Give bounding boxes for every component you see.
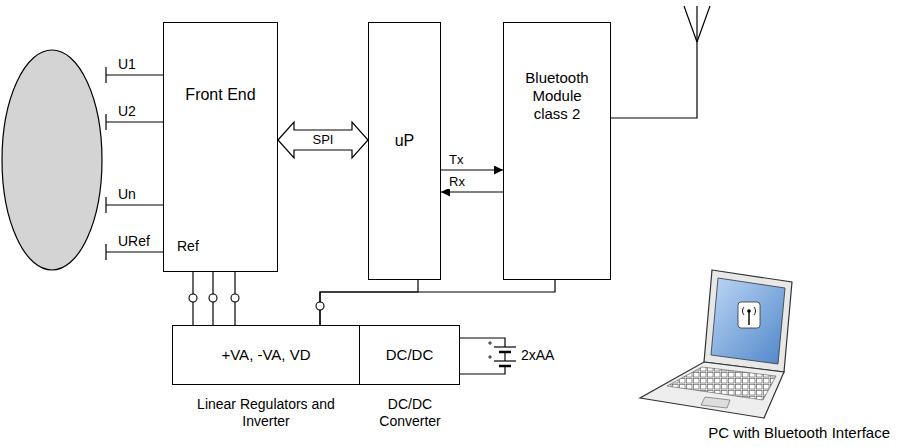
block-box: Bluetooth Module class 2: [503, 22, 611, 280]
signal-label: Rx: [447, 175, 467, 189]
block-title: Bluetooth Module class 2: [516, 69, 598, 123]
bus-label: SPI: [311, 133, 336, 147]
pc-caption: PC with Bluetooth Interface: [708, 424, 890, 442]
signal-arrow: [441, 169, 503, 170]
electrode-label: U2: [118, 103, 136, 120]
block-box: uP: [368, 22, 441, 280]
block-title: +VA, -VA, VD: [221, 346, 310, 364]
block-caption: Linear Regulators and Inverter: [196, 396, 336, 430]
battery-label: 2xAA: [521, 347, 554, 364]
laptop-icon: [640, 270, 792, 418]
electrodes: [106, 67, 163, 260]
block-box: +VA, -VA, VD: [172, 325, 360, 385]
battery-symbol: [460, 338, 516, 374]
signal-label: Tx: [447, 153, 465, 167]
bus-arrow: [278, 122, 368, 158]
connector-pin: [231, 294, 239, 302]
antenna: [611, 6, 710, 118]
connector-pin: [316, 302, 324, 310]
reference-label: Ref: [177, 238, 199, 255]
power-line: [320, 280, 555, 325]
block-box: Front End: [163, 22, 278, 272]
connector-pin: [189, 294, 197, 302]
block-box: DC/DC: [359, 325, 460, 385]
electrode-label: U1: [118, 56, 136, 73]
connector-pin: [209, 294, 217, 302]
block-title: DC/DC: [386, 346, 434, 364]
block-title: Front End: [185, 85, 255, 104]
electrode-label: Un: [118, 186, 136, 203]
block-title: uP: [395, 131, 415, 150]
block-caption: DC/DC Converter: [372, 396, 448, 430]
power-line: [320, 280, 418, 325]
body-ellipse: [2, 50, 102, 270]
signal-arrow: [441, 191, 503, 192]
electrode-label: URef: [118, 233, 150, 250]
